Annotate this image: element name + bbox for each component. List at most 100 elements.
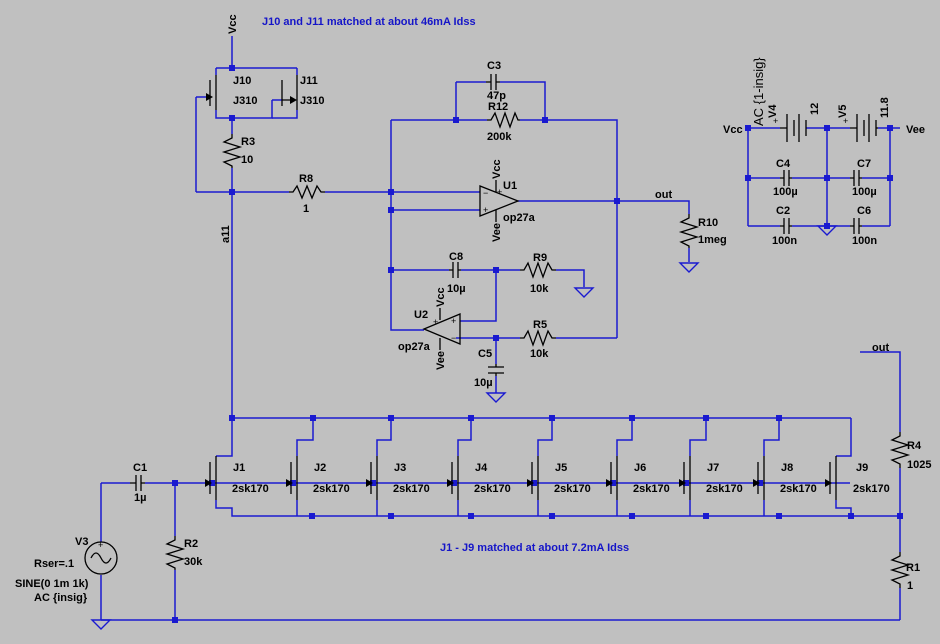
- r1-ref: R1: [906, 562, 920, 574]
- jfet-j4[interactable]: J4 2sk170: [447, 456, 511, 500]
- jfet-ref: J3: [394, 462, 406, 474]
- r8-value: 1: [303, 203, 309, 215]
- jfet-value: 2sk170: [706, 483, 743, 495]
- jfet-j11[interactable]: J11 J310: [281, 75, 324, 110]
- jfet-ref: J4: [475, 462, 488, 474]
- c1-value: 1µ: [134, 492, 146, 504]
- c7-value: 100µ: [852, 186, 877, 198]
- resistor-r10[interactable]: R10 1meg: [678, 214, 727, 248]
- v5-value: 11.8: [879, 97, 891, 118]
- u2-ref: U2: [414, 309, 428, 321]
- resistor-r12[interactable]: R12 200k: [487, 101, 520, 143]
- u1-vee-label: Vee: [491, 223, 503, 242]
- u1-vcc-label: Vcc: [491, 159, 503, 179]
- jfet-j10[interactable]: J10 J310: [206, 75, 257, 110]
- u2-vcc-label: Vcc: [435, 287, 447, 307]
- r10-value: 1meg: [698, 234, 727, 246]
- v3-sine: SINE(0 1m 1k): [15, 578, 89, 590]
- resistor-r1[interactable]: R1 1: [889, 552, 920, 592]
- r9-value: 10k: [530, 283, 549, 295]
- battery-v5[interactable]: + V5 11.8: [837, 97, 891, 142]
- resistor-r9[interactable]: R9 10k: [520, 252, 556, 295]
- j10-ref: J10: [233, 75, 251, 87]
- voltage-source-v3[interactable]: + V3 Rser=.1 SINE(0 1m 1k) AC {insig}: [15, 536, 118, 604]
- u1-ref: U1: [503, 180, 517, 192]
- svg-text:−: −: [483, 188, 488, 198]
- r10-ref: R10: [698, 217, 718, 229]
- capacitor-c4[interactable]: C4 100µ: [773, 158, 798, 198]
- svg-text:+: +: [497, 187, 502, 197]
- svg-text:−: −: [451, 333, 456, 343]
- v3-ac: AC {insig}: [34, 592, 88, 604]
- net-vee-battery: Vee: [906, 124, 925, 136]
- resistor-r2[interactable]: R2 30k: [164, 536, 203, 570]
- svg-text:+: +: [483, 205, 488, 215]
- capacitor-c2[interactable]: C2 100n: [772, 205, 797, 247]
- r8-ref: R8: [299, 173, 313, 185]
- c6-ref: C6: [857, 205, 871, 217]
- j11-ref: J11: [300, 75, 318, 87]
- note-bottom: J1 - J9 matched at about 7.2mA Idss: [440, 542, 629, 554]
- resistor-r5[interactable]: R5 10k: [520, 319, 556, 360]
- c5-value: 10µ: [474, 377, 493, 389]
- opamp-u2[interactable]: + − + Vcc Vee U2 op27a: [398, 287, 461, 370]
- c5-ref: C5: [478, 348, 492, 360]
- resistor-r4[interactable]: R4 1025: [889, 432, 931, 471]
- r12-value: 200k: [487, 131, 512, 143]
- capacitor-c1[interactable]: C1 1µ: [130, 462, 147, 504]
- v4-value: 12: [809, 103, 821, 115]
- v4-ref: V4: [767, 104, 779, 118]
- r5-value: 10k: [530, 348, 549, 360]
- svg-text:+: +: [433, 317, 438, 327]
- net-out-u1: out: [655, 189, 672, 201]
- c2-value: 100n: [772, 235, 797, 247]
- capacitor-c8[interactable]: C8 10µ: [447, 251, 466, 295]
- net-out-r4: out: [872, 342, 889, 354]
- c7-ref: C7: [857, 158, 871, 170]
- wires: [100, 36, 901, 621]
- resistor-r8[interactable]: R8 1: [289, 173, 325, 215]
- battery-v4[interactable]: + AC {1-insig} V4 12: [751, 57, 821, 142]
- jfet-ref: J9: [856, 462, 868, 474]
- capacitor-c3[interactable]: C3 47p: [486, 60, 506, 102]
- u2-vee-label: Vee: [435, 351, 447, 370]
- r4-ref: R4: [907, 440, 922, 452]
- c3-ref: C3: [487, 60, 501, 72]
- jfet-value: 2sk170: [474, 483, 511, 495]
- c3-value: 47p: [487, 90, 506, 102]
- capacitor-c6[interactable]: C6 100n: [850, 205, 877, 247]
- resistor-r3[interactable]: R3 10: [221, 134, 255, 168]
- r12-ref: R12: [488, 101, 508, 113]
- note-top: J10 and J11 matched at about 46mA Idss: [262, 16, 476, 28]
- c4-value: 100µ: [773, 186, 798, 198]
- u1-value: op27a: [503, 212, 536, 224]
- jfet-value: 2sk170: [554, 483, 591, 495]
- opamp-u1[interactable]: − + + Vcc Vee U1 op27a: [479, 159, 536, 242]
- c8-ref: C8: [449, 251, 463, 263]
- j10-value: J310: [233, 95, 257, 107]
- net-a11: a11: [220, 225, 232, 243]
- capacitor-c7[interactable]: C7 100µ: [850, 158, 877, 198]
- capacitor-c5[interactable]: C5 10µ: [474, 348, 504, 389]
- junctions: [172, 65, 903, 623]
- svg-text:+: +: [773, 116, 778, 126]
- jfet-ref: J1: [233, 462, 245, 474]
- jfet-ref: J5: [555, 462, 567, 474]
- c8-value: 10µ: [447, 283, 466, 295]
- v5-ref: V5: [837, 105, 849, 118]
- c4-ref: C4: [776, 158, 791, 170]
- u2-value: op27a: [398, 341, 431, 353]
- c1-ref: C1: [133, 462, 147, 474]
- r9-ref: R9: [533, 252, 547, 264]
- jfet-ref: J2: [314, 462, 326, 474]
- jfet-value: 2sk170: [633, 483, 670, 495]
- jfet-j5[interactable]: J5 2sk170: [527, 456, 591, 500]
